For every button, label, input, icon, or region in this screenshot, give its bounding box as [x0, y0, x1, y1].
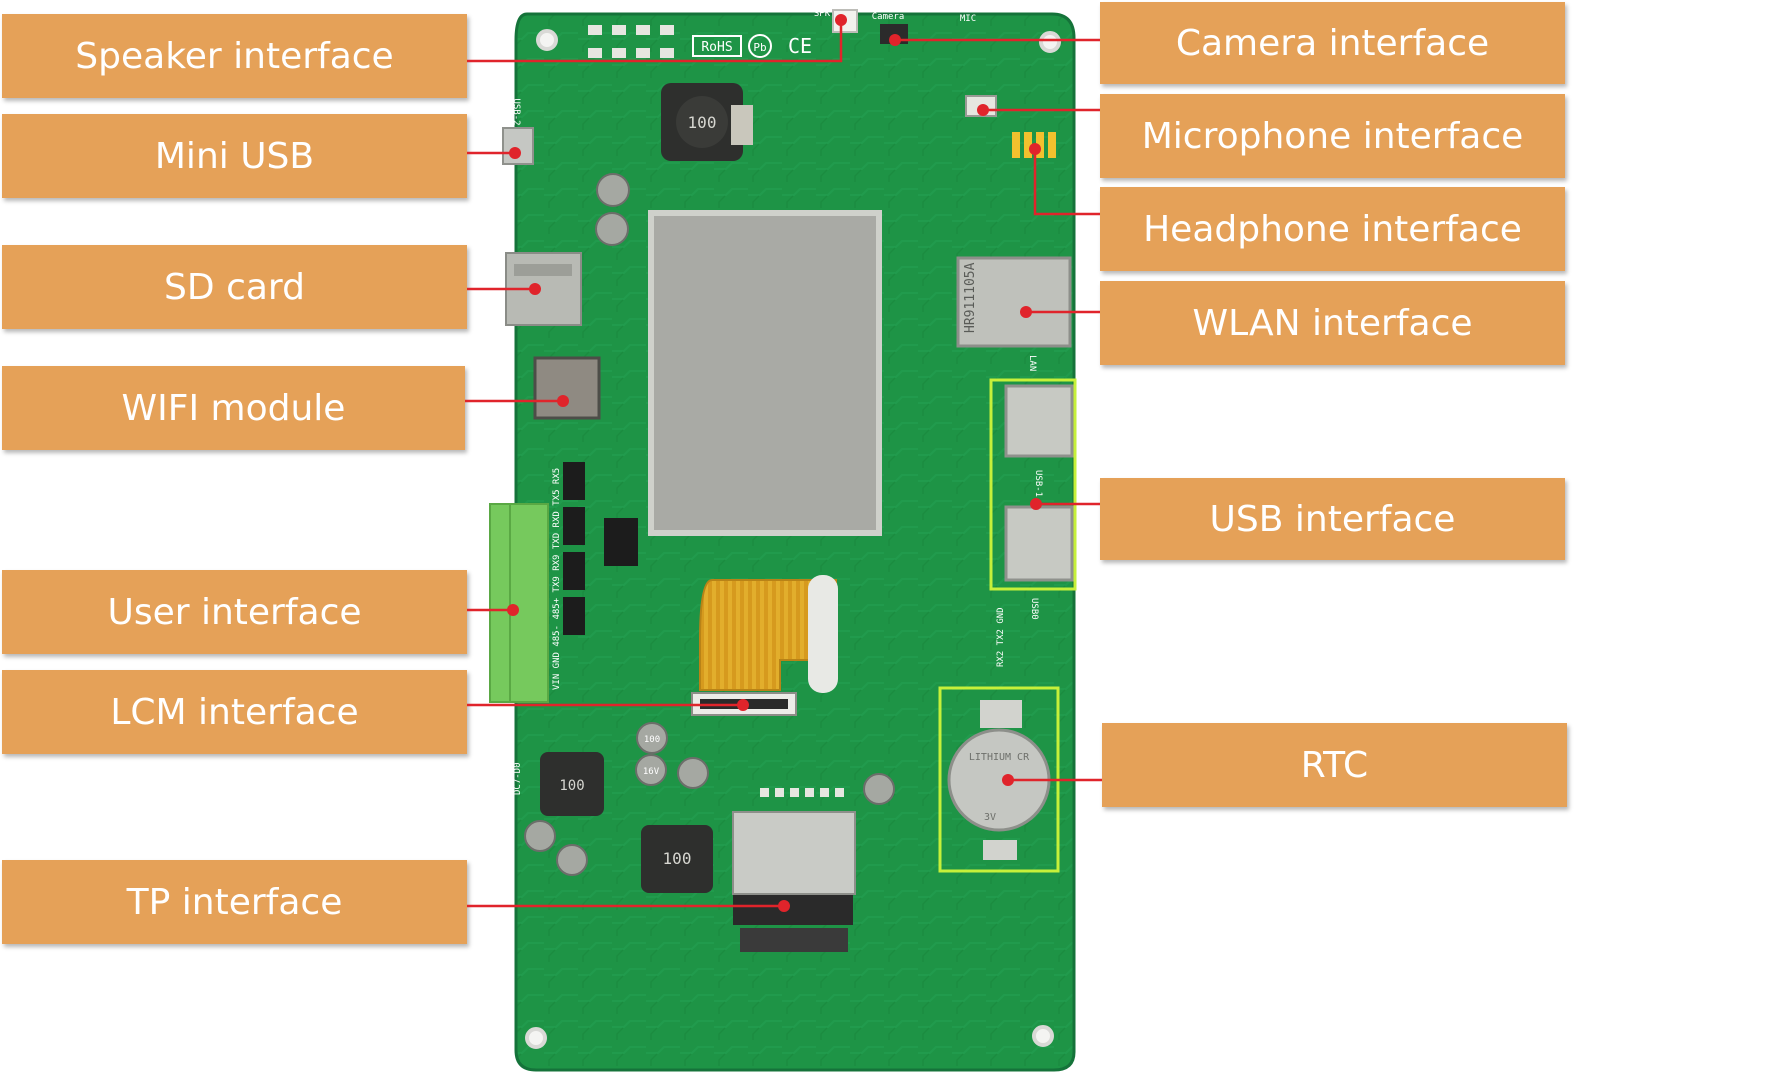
cap-rating-mark: 16V — [643, 767, 660, 777]
mounting-holes — [525, 29, 1061, 1049]
usb-highlight-box — [989, 378, 1077, 591]
label-tp-interface: TP interface — [2, 860, 467, 944]
leader-lines — [465, 20, 1102, 908]
dot-sd-card — [529, 283, 541, 295]
leader-headphone — [1033, 149, 1100, 216]
wifi-module-chip — [533, 356, 601, 420]
tp-header-pins — [760, 788, 844, 797]
label-usb-interface: USB interface — [1100, 478, 1565, 560]
dot-wifi — [557, 395, 569, 407]
cpu-shield — [648, 210, 882, 536]
user-terminal-block: VIN GND 485- 485+ TX9 RX9 TXD RXD TX5 RX… — [489, 468, 562, 703]
label-headphone-interface: Headphone interface — [1100, 187, 1565, 271]
label-rtc: RTC — [1102, 723, 1567, 807]
ce-mark: CE — [788, 34, 812, 58]
dot-microphone — [977, 104, 989, 116]
label-wlan-interface: WLAN interface — [1100, 281, 1565, 365]
uart-silk: RX2 TX2 GND — [996, 607, 1006, 667]
top-header-pads — [588, 25, 674, 58]
io-pin-silk: VIN GND 485- 485+ TX9 RX9 TXD RXD TX5 RX… — [552, 468, 562, 690]
inductor-top-mark: 100 — [688, 113, 717, 132]
label-sd-card: SD card — [2, 245, 467, 329]
label-speaker-interface: Speaker interface — [2, 14, 467, 98]
battery-voltage-mark: 3V — [984, 812, 996, 823]
usb0-silk: USB0 — [1029, 598, 1039, 620]
dot-lcm — [737, 699, 749, 711]
leader-speaker — [467, 20, 843, 63]
inductor-left-mark: 100 — [559, 778, 584, 794]
top-inductor: 100 — [661, 83, 753, 161]
usb-ports: USB-1 USB0 LAN — [989, 355, 1077, 620]
ethernet-jack: HR911105A — [956, 256, 1072, 348]
label-user-interface: User interface — [2, 570, 467, 654]
dot-rtc — [1002, 774, 1014, 786]
usb1-silk: USB-1 — [1033, 470, 1043, 497]
battery-mark: LITHIUM CR — [969, 752, 1030, 763]
label-wifi-module: WIFI module — [2, 366, 465, 450]
dot-mini-usb — [509, 147, 521, 159]
sd-card-slot — [505, 252, 582, 326]
label-microphone-interface: Microphone interface — [1100, 94, 1565, 178]
spk-silk: SPK — [814, 9, 831, 19]
dot-headphone — [1029, 143, 1041, 155]
dot-tp — [778, 900, 790, 912]
cap-value-mark: 100 — [644, 735, 660, 745]
board-id-silk: DC7-D0 — [513, 762, 523, 795]
ethernet-part-mark: HR911105A — [963, 262, 978, 333]
usb2-silk: USB-2 — [511, 98, 521, 125]
label-camera-interface: Camera interface — [1100, 2, 1565, 84]
pb-mark: Pb — [753, 41, 766, 54]
bottom-inductors: 100 100 — [540, 752, 713, 893]
audio-jack-pins — [1012, 132, 1056, 158]
label-lcm-interface: LCM interface — [2, 670, 467, 754]
lan-silk: LAN — [1027, 355, 1037, 371]
top-capacitors — [595, 173, 630, 246]
bottom-capacitors — [524, 722, 895, 876]
dot-user — [507, 604, 519, 616]
leader-dots — [507, 14, 1042, 912]
label-mini-usb: Mini USB — [2, 114, 467, 198]
tp-connector — [732, 811, 856, 952]
compliance-marks: RoHS Pb CE — [692, 34, 812, 58]
dot-wlan — [1020, 306, 1032, 318]
rtc-battery: LITHIUM CR 3V — [938, 686, 1060, 873]
mic-silk: MIC — [960, 14, 976, 24]
camera-silk: Camera — [872, 12, 905, 22]
rohs-mark: RoHS — [701, 40, 732, 55]
dot-usb — [1030, 498, 1042, 510]
dot-speaker — [835, 14, 847, 26]
dot-camera — [889, 34, 901, 46]
inductor-bottom-mark: 100 — [663, 849, 692, 868]
terminal-chips — [563, 462, 638, 635]
